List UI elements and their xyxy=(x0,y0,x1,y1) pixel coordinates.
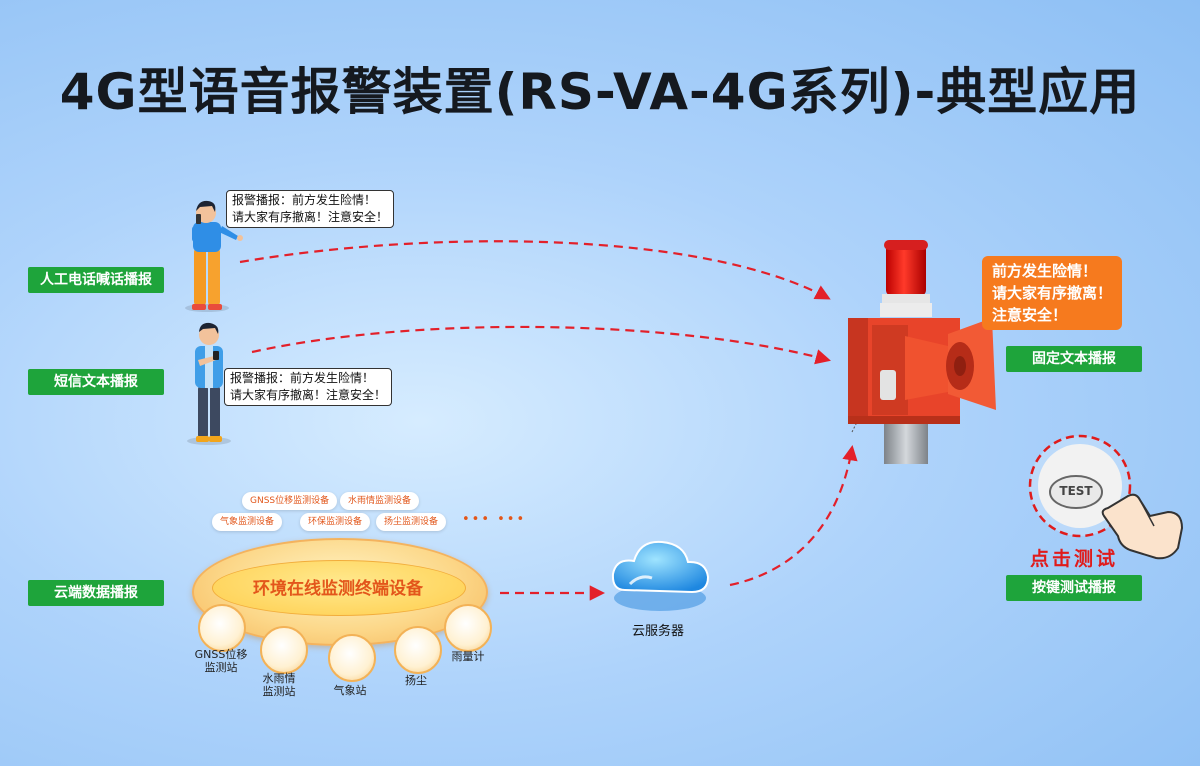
tag-gnss-device: GNSS位移监测设备 xyxy=(242,492,338,510)
dust-station-label: 扬尘 xyxy=(405,674,427,687)
water-station-icon xyxy=(260,626,308,674)
station-label-line: 水雨情 xyxy=(262,672,296,685)
bubble-line: 报警播报：前方发生险情！ xyxy=(232,193,377,207)
station-label-line: 监测站 xyxy=(262,685,296,698)
label-cloud-broadcast: 云端数据播报 xyxy=(28,580,164,606)
rain-gauge-label: 雨量计 xyxy=(451,650,485,663)
gnss-station-label: GNSS位移 监测站 xyxy=(186,648,256,674)
voice-alarm-device-icon xyxy=(848,240,996,464)
alarm-message-bubble: 前方发生险情！ 请大家有序撤离！ 注意安全！ xyxy=(982,256,1123,330)
test-button-label[interactable]: TEST xyxy=(1059,484,1093,498)
speech-bubble-sms: 报警播报：前方发生险情！ 请大家有序撤离！注意安全！ xyxy=(224,368,393,406)
weather-station-icon xyxy=(328,634,376,682)
rain-gauge-icon xyxy=(444,604,492,652)
pointing-hand-icon xyxy=(1101,493,1184,560)
click-test-text: 点击测试 xyxy=(1030,548,1119,570)
label-phone-broadcast: 人工电话喊话播报 xyxy=(28,267,164,293)
tag-environment-device: 环保监测设备 xyxy=(300,513,371,531)
bubble-line: 报警播报：前方发生险情！ xyxy=(230,371,375,385)
arrow-phone-to-device xyxy=(239,240,831,300)
terminal-title: 环境在线监测终端设备 xyxy=(253,579,423,599)
person-sms-sender-icon xyxy=(187,322,231,445)
more-dots: ••• ••• xyxy=(462,512,527,527)
tag-water-rain-device: 水雨情监测设备 xyxy=(340,492,420,510)
bubble-line: 请大家有序撤离！注意安全！ xyxy=(230,388,387,402)
dust-station-icon xyxy=(394,626,442,674)
arrow-sms-to-device xyxy=(251,325,831,365)
test-button-icon xyxy=(1028,434,1132,538)
page-title: 4G型语音报警装置(RS-VA-4G系列)-典型应用 xyxy=(59,63,1141,121)
gnss-station-icon xyxy=(198,604,246,652)
terminal-core xyxy=(212,560,466,616)
tag-dust-device: 扬尘监测设备 xyxy=(376,513,447,531)
water-station-label: 水雨情 监测站 xyxy=(248,672,310,698)
station-label-line: 监测站 xyxy=(204,661,238,674)
cloud-server-label: 云服务器 xyxy=(632,624,685,639)
label-sms-broadcast: 短信文本播报 xyxy=(28,369,164,395)
station-label-line: GNSS位移 xyxy=(194,648,248,661)
bubble-line: 请大家有序撤离！注意安全！ xyxy=(232,210,389,224)
label-fixed-text-broadcast: 固定文本播报 xyxy=(1006,346,1142,372)
cloud-server-icon xyxy=(611,540,710,611)
tag-weather-device: 气象监测设备 xyxy=(212,513,283,531)
label-button-test-broadcast: 按键测试播报 xyxy=(1006,575,1142,601)
weather-station-label: 气象站 xyxy=(333,684,367,697)
arrow-cloud-to-device xyxy=(729,444,858,587)
speech-bubble-phone: 报警播报：前方发生险情！ 请大家有序撤离！注意安全！ xyxy=(226,190,395,228)
alarm-line: 前方发生险情！ xyxy=(992,262,1098,280)
alarm-line: 请大家有序撤离！ xyxy=(992,284,1113,302)
person-phone-caller-icon xyxy=(185,200,243,312)
alarm-line: 注意安全！ xyxy=(992,306,1068,324)
